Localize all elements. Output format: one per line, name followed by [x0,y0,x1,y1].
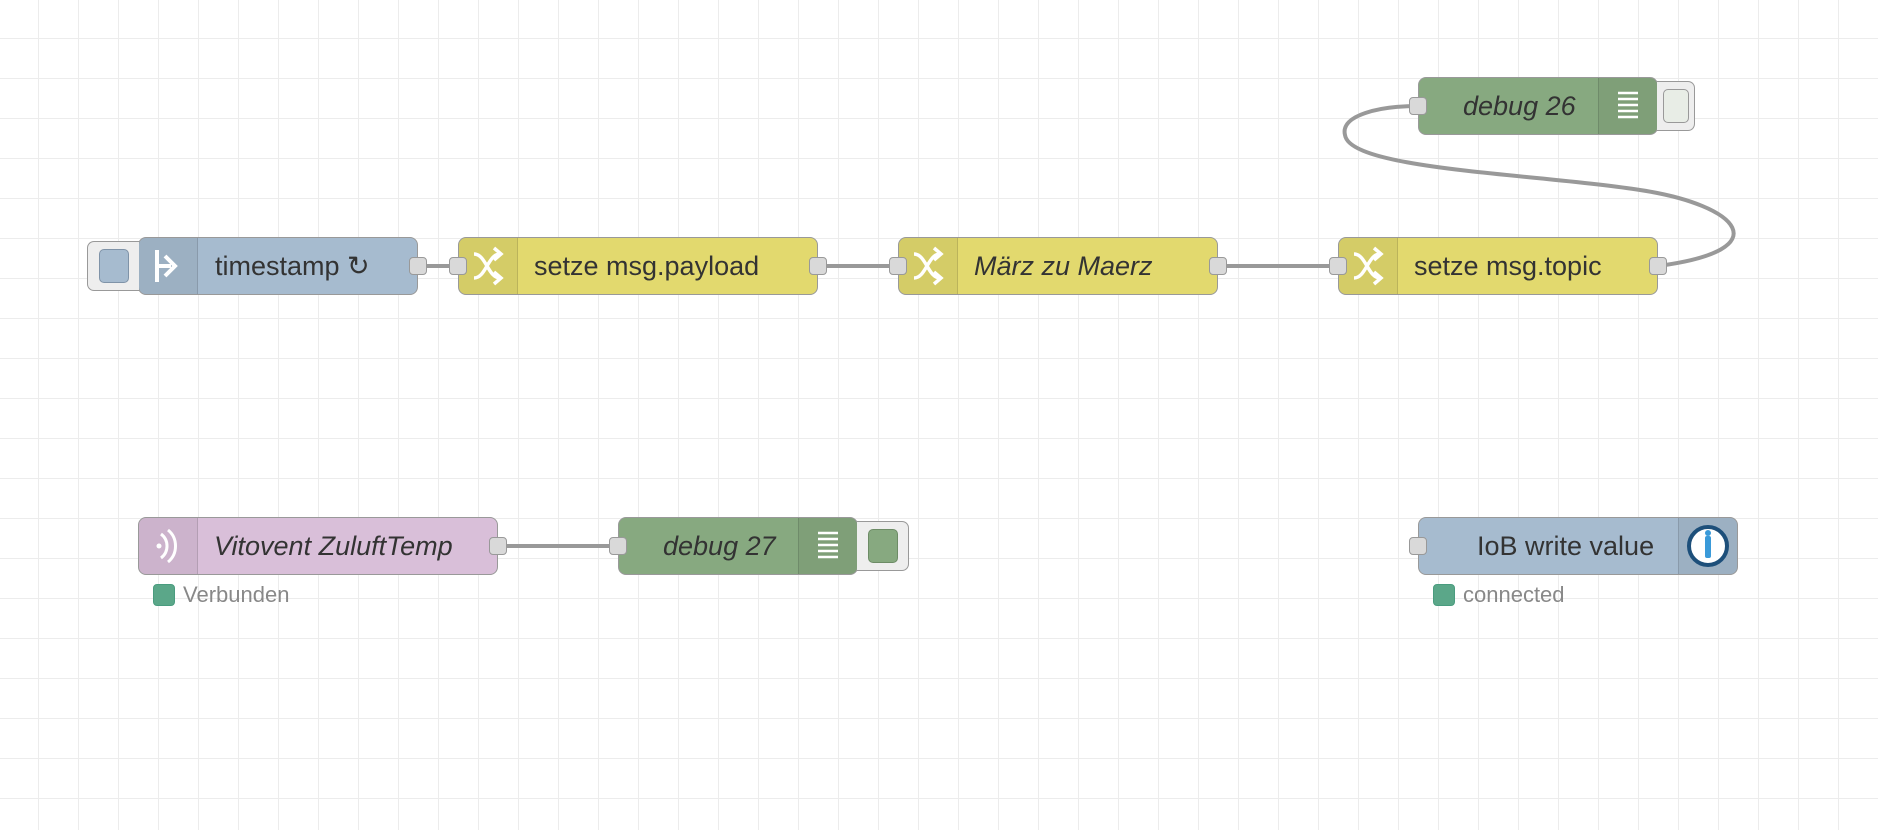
list-icon [798,518,857,574]
node-debug-27[interactable]: debug 27 [609,517,909,575]
node-timestamp[interactable]: timestamp ↻ [87,237,427,295]
input-port[interactable] [1409,97,1427,115]
node-iob-write-value[interactable]: IoB write value [1409,517,1738,575]
node-label: debug 26 [1463,90,1576,121]
node-debug-26[interactable]: debug 26 [1409,77,1695,135]
iobroker-icon [1678,518,1737,574]
node-label: IoB write value [1477,530,1655,561]
output-port[interactable] [1209,257,1227,275]
status-dot [1433,584,1455,606]
shuffle-icon [1339,238,1398,294]
node-maerz-zu-maerz[interactable]: März zu Maerz [889,237,1227,295]
status-dot [153,584,175,606]
inject-arrow-icon [139,238,198,294]
output-port[interactable] [409,257,427,275]
wire-topic-to-debug26[interactable] [1342,104,1736,268]
node-label: timestamp ↻ [215,250,370,281]
input-port[interactable] [1409,537,1427,555]
node-label: Vitovent ZuluftTemp [214,530,453,561]
node-label: März zu Maerz [974,250,1153,281]
input-port[interactable] [1329,257,1347,275]
list-icon [1598,78,1657,134]
output-port[interactable] [489,537,507,555]
status-text: connected [1463,582,1565,607]
status-text: Verbunden [183,582,290,607]
node-status-vitovent: Verbunden [153,582,289,608]
inject-trigger-button[interactable] [87,241,139,291]
shuffle-icon [899,238,958,294]
wireless-icon [139,518,198,574]
output-port[interactable] [1649,257,1667,275]
node-status-iob: connected [1433,582,1565,608]
debug-toggle-button[interactable] [857,521,909,571]
node-setze-topic[interactable]: setze msg.topic [1329,237,1667,295]
input-port[interactable] [449,257,467,275]
node-setze-payload[interactable]: setze msg.payload [449,237,827,295]
node-label: setze msg.topic [1414,250,1602,281]
node-vitovent-zulufttemp[interactable]: Vitovent ZuluftTemp [138,517,507,575]
input-port[interactable] [889,257,907,275]
shuffle-icon [459,238,518,294]
node-label: setze msg.payload [534,250,760,281]
output-port[interactable] [809,257,827,275]
debug-toggle-button[interactable] [1657,81,1695,131]
input-port[interactable] [609,537,627,555]
node-label: debug 27 [663,530,776,561]
